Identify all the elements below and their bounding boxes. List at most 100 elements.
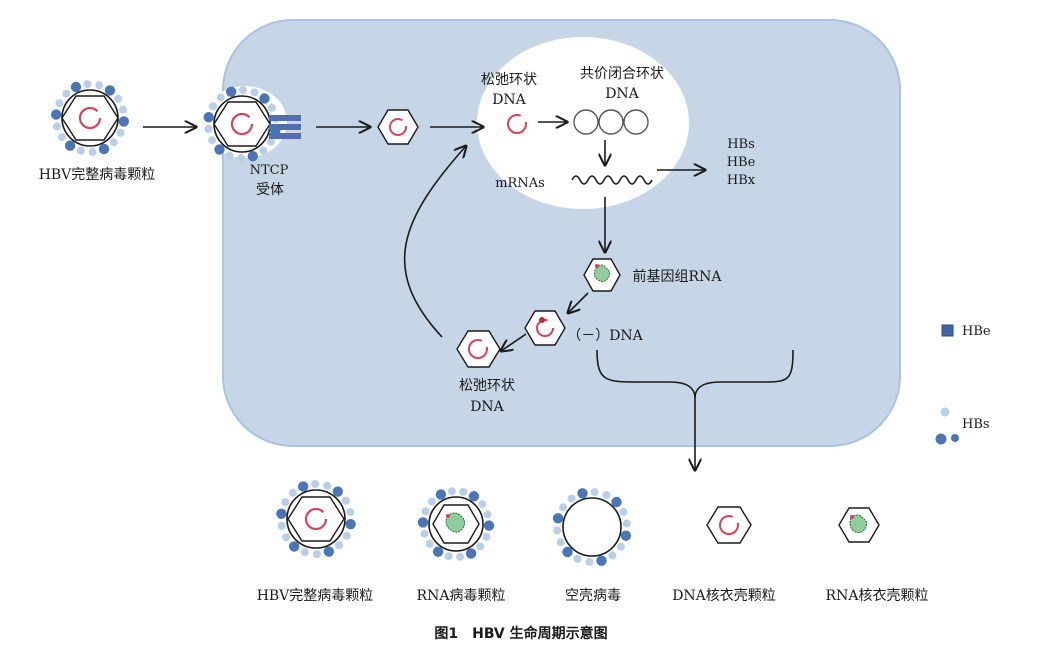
hbs-small-dot [456, 552, 465, 561]
hbs-small-dot [602, 491, 611, 500]
hbs-small-dot [312, 550, 321, 558]
hbs-small-dot [109, 138, 118, 147]
hbs-large-dot [552, 513, 564, 524]
ntcp-receptor-icon [269, 115, 301, 139]
hbs-large-dot [276, 508, 287, 519]
hbs-small-dot [483, 510, 492, 519]
hbs-large-dot [417, 517, 429, 528]
hbs-small-dot [282, 533, 291, 542]
hbs-legend-dot [951, 434, 959, 442]
hbv-virion-label: HBV完整病毒颗粒 [39, 167, 156, 183]
product-label: HBV完整病毒颗粒 [257, 588, 374, 604]
rcdna-label: DNA [492, 92, 526, 108]
hbs-small-dot [482, 532, 491, 541]
figure-caption: 图1 HBV 生命周期示意图 [434, 625, 607, 642]
hbs-large-dot [64, 140, 76, 151]
hbs-large-dot [596, 555, 607, 566]
hbs-small-dot [476, 542, 485, 551]
hbs-large-dot [611, 496, 622, 508]
hbs-small-dot [225, 151, 234, 160]
hbs-small-dot [83, 80, 92, 89]
hbs-large-dot [332, 486, 343, 497]
hbs-small-dot [425, 539, 434, 548]
hbs-small-dot [619, 507, 628, 516]
hbs-large-dot [298, 481, 309, 492]
hbs-large-dot [259, 93, 270, 104]
hbs-small-dot [444, 552, 453, 561]
empty-virion-product-icon [562, 497, 622, 557]
hbs-large-dot [289, 541, 300, 552]
hbs-large-dot [104, 85, 116, 96]
hbs-small-dot [420, 529, 429, 538]
hbs-small-dot [300, 548, 309, 557]
hbs-large-dot [468, 491, 480, 502]
hbs-large-dot [226, 86, 237, 98]
hbx-protein-label: HBx [727, 173, 756, 188]
hbs-large-dot [345, 519, 356, 530]
hbs-small-dot [559, 503, 568, 512]
hbs-small-dot [259, 146, 268, 155]
rcdna-icon [507, 114, 527, 134]
hbs-small-dot [556, 538, 565, 547]
rcdna-label: 松弛环状 [459, 378, 515, 394]
hbs-small-dot [323, 481, 332, 490]
virion-envelope-dots [51, 80, 129, 156]
minus-dna-label: （－）DNA [567, 328, 643, 344]
hbs-large-dot [247, 151, 258, 162]
virion-envelope-dots [276, 480, 356, 558]
hbs-small-dot [95, 81, 104, 90]
hbv-virion-icon [213, 95, 271, 153]
hbs-small-dot [341, 496, 350, 505]
hbs-small-dot [421, 507, 430, 516]
hbs-small-dot [238, 86, 247, 94]
hbs-small-dot [62, 89, 71, 98]
hbs-small-dot [250, 88, 259, 97]
hbs-large-dot [203, 112, 214, 123]
pgrna-capsid-icon [583, 258, 621, 292]
cccdna-label: DNA [605, 86, 639, 102]
hbs-large-dot [432, 546, 444, 557]
hbs-large-dot [620, 530, 632, 541]
hbs-small-dot [116, 128, 125, 137]
hbs-large-dot [51, 109, 62, 120]
rna-virion-product-icon [428, 496, 484, 552]
pgrna-label: 前基因组RNA [633, 268, 723, 285]
hbs-small-dot [346, 508, 355, 517]
hbs-small-dot [553, 526, 562, 535]
product-label: DNA核衣壳颗粒 [672, 587, 776, 604]
hbv-virion-icon [61, 89, 119, 147]
legend-hbe-label: HBe [962, 324, 991, 339]
hbs-small-dot [267, 103, 276, 112]
hbe-protein-label: HBe [727, 155, 756, 170]
hbs-small-dot [88, 147, 97, 156]
legend-hbs-label: HBs [962, 417, 990, 432]
ntcp-label: NTCP [250, 163, 289, 178]
hbs-small-dot [342, 531, 351, 540]
product-label: RNA病毒颗粒 [417, 588, 506, 604]
hbs-large-dot [323, 546, 334, 557]
hbs-small-dot [267, 137, 275, 146]
arrow [568, 292, 589, 313]
dna-nucleocapsid-product-icon [706, 506, 752, 544]
hbs-large-dot [214, 144, 225, 155]
hbe-legend-square [941, 324, 954, 337]
hbs-small-dot [53, 122, 61, 131]
hbs-small-dot [76, 146, 85, 155]
rcdna-label: 松弛环状 [481, 72, 537, 88]
hbs-large-dot [435, 489, 447, 500]
mrna-wave-icon [571, 175, 653, 185]
mrnas-label: mRNAs [495, 176, 545, 191]
hbs-large-dot [483, 520, 495, 531]
hbs-small-dot [573, 554, 582, 563]
virion-envelope-dots [417, 487, 495, 561]
rcdna-capsid-icon [456, 330, 501, 368]
product-label: 空壳病毒 [565, 587, 621, 604]
hbs-small-dot [608, 551, 617, 560]
hbs-large-dot [465, 548, 477, 559]
hbs-small-dot [204, 125, 213, 133]
hbs-small-dot [478, 500, 487, 509]
hbs-small-dot [288, 488, 297, 497]
hbs-large-dot [118, 116, 129, 127]
rna-nucleocapsid-product-icon [838, 507, 880, 543]
